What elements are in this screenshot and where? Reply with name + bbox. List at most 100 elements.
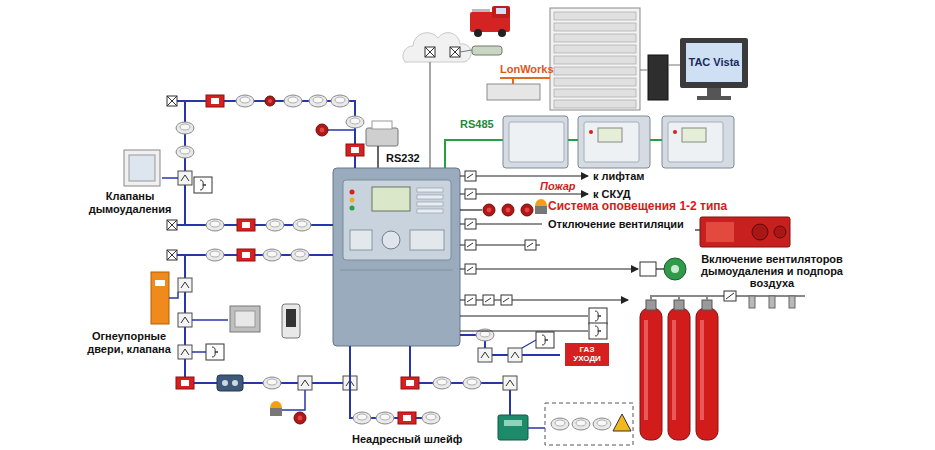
relay-contact [467, 298, 473, 302]
smoke-detector [433, 377, 451, 389]
smoke-detector [293, 219, 311, 231]
beam-lens [222, 380, 228, 386]
address-module [178, 313, 192, 327]
wire [460, 175, 588, 176]
lonworks-gateway [487, 84, 540, 100]
wire [282, 390, 305, 410]
sounder-center [487, 208, 492, 213]
wire [162, 177, 178, 179]
wire [512, 78, 514, 84]
fire-door [151, 272, 169, 324]
call-point-glass [406, 380, 414, 386]
detector-dome [480, 331, 490, 337]
brace-symbol [595, 311, 601, 321]
beam-lens [232, 380, 238, 386]
sounder [502, 204, 514, 216]
repeater-panel [578, 116, 650, 168]
module-symbol [181, 317, 189, 323]
detector-dome [267, 379, 277, 385]
smoke-detector [176, 146, 194, 158]
address-module [178, 345, 192, 359]
call-point [401, 377, 419, 389]
detector-dome [576, 420, 586, 426]
call-point [237, 219, 255, 231]
gas-module-label [504, 420, 522, 426]
rack-unit [554, 45, 636, 53]
end-of-line-cross [167, 250, 177, 260]
smoke-detector [593, 418, 611, 430]
relay-output [465, 171, 476, 181]
printer-paper [372, 121, 392, 129]
monitor-screen: TAC Vista [686, 43, 742, 82]
sounder-center [298, 416, 303, 421]
address-module [178, 171, 192, 185]
wire [460, 209, 482, 210]
detector-dome [380, 414, 390, 420]
output-box [536, 332, 554, 348]
end-of-line-cross [425, 47, 435, 57]
brace-symbol [542, 335, 548, 345]
brace-symbol [200, 180, 206, 190]
rack-unit [554, 34, 636, 42]
relay-output [465, 295, 476, 305]
door-holder-plate [235, 311, 255, 327]
detector-dome [426, 414, 436, 420]
panel-keys [350, 230, 372, 250]
rack-unit [554, 100, 636, 108]
repeater-display [682, 128, 706, 142]
rack-unit [554, 67, 636, 75]
panel-button [417, 209, 443, 213]
panel-knob [382, 231, 400, 249]
gas-group-frame [545, 403, 633, 445]
panel-button [417, 202, 443, 206]
repeater-panel [503, 116, 568, 168]
wire [678, 296, 680, 300]
label: Система оповещения 1-2 типа [548, 200, 727, 213]
detector-dome [297, 221, 307, 227]
module-symbol [506, 380, 514, 386]
fire-truck-wheel [474, 29, 482, 37]
smoke-detector [331, 95, 349, 107]
relay-contact [467, 222, 473, 226]
panel-button [417, 188, 443, 192]
end-of-line [425, 47, 435, 57]
node-text: TAC Vista [689, 57, 740, 69]
relay-output [465, 219, 476, 229]
gas-warning-sign: ГАЗ УХОДИ [565, 343, 609, 366]
wire [460, 50, 472, 52]
damper-actuator [282, 304, 300, 338]
relay-contact [503, 298, 509, 302]
rack-unit [554, 78, 636, 86]
wire [460, 330, 588, 331]
detector-dome [180, 124, 190, 130]
ventilation-fan [774, 226, 786, 238]
relay-contact [485, 298, 491, 302]
label: Клапаны дымоудаления [88, 190, 172, 216]
smoke-detector [206, 249, 224, 261]
router [472, 46, 502, 55]
wire [568, 139, 578, 141]
repeater-face [509, 122, 564, 162]
wire [706, 296, 708, 300]
smoke-detector [422, 412, 440, 424]
relay-contact [467, 174, 473, 178]
wire [185, 255, 350, 383]
module-symbol [301, 380, 309, 386]
output-box [589, 308, 607, 324]
wire [650, 139, 662, 141]
output-box [194, 177, 212, 193]
detector-dome [295, 251, 305, 257]
module-symbol [181, 349, 189, 355]
wire [177, 101, 355, 168]
wire [500, 77, 550, 79]
smoke-detector [346, 116, 364, 128]
fire-truck-window [496, 8, 506, 14]
panel-display [372, 187, 410, 211]
control-panel [333, 168, 460, 346]
rack-unit [554, 12, 636, 20]
door-holder [230, 306, 260, 332]
call-point [206, 95, 224, 107]
output-box [206, 344, 224, 360]
label: Неадресный шлейф [352, 433, 462, 446]
